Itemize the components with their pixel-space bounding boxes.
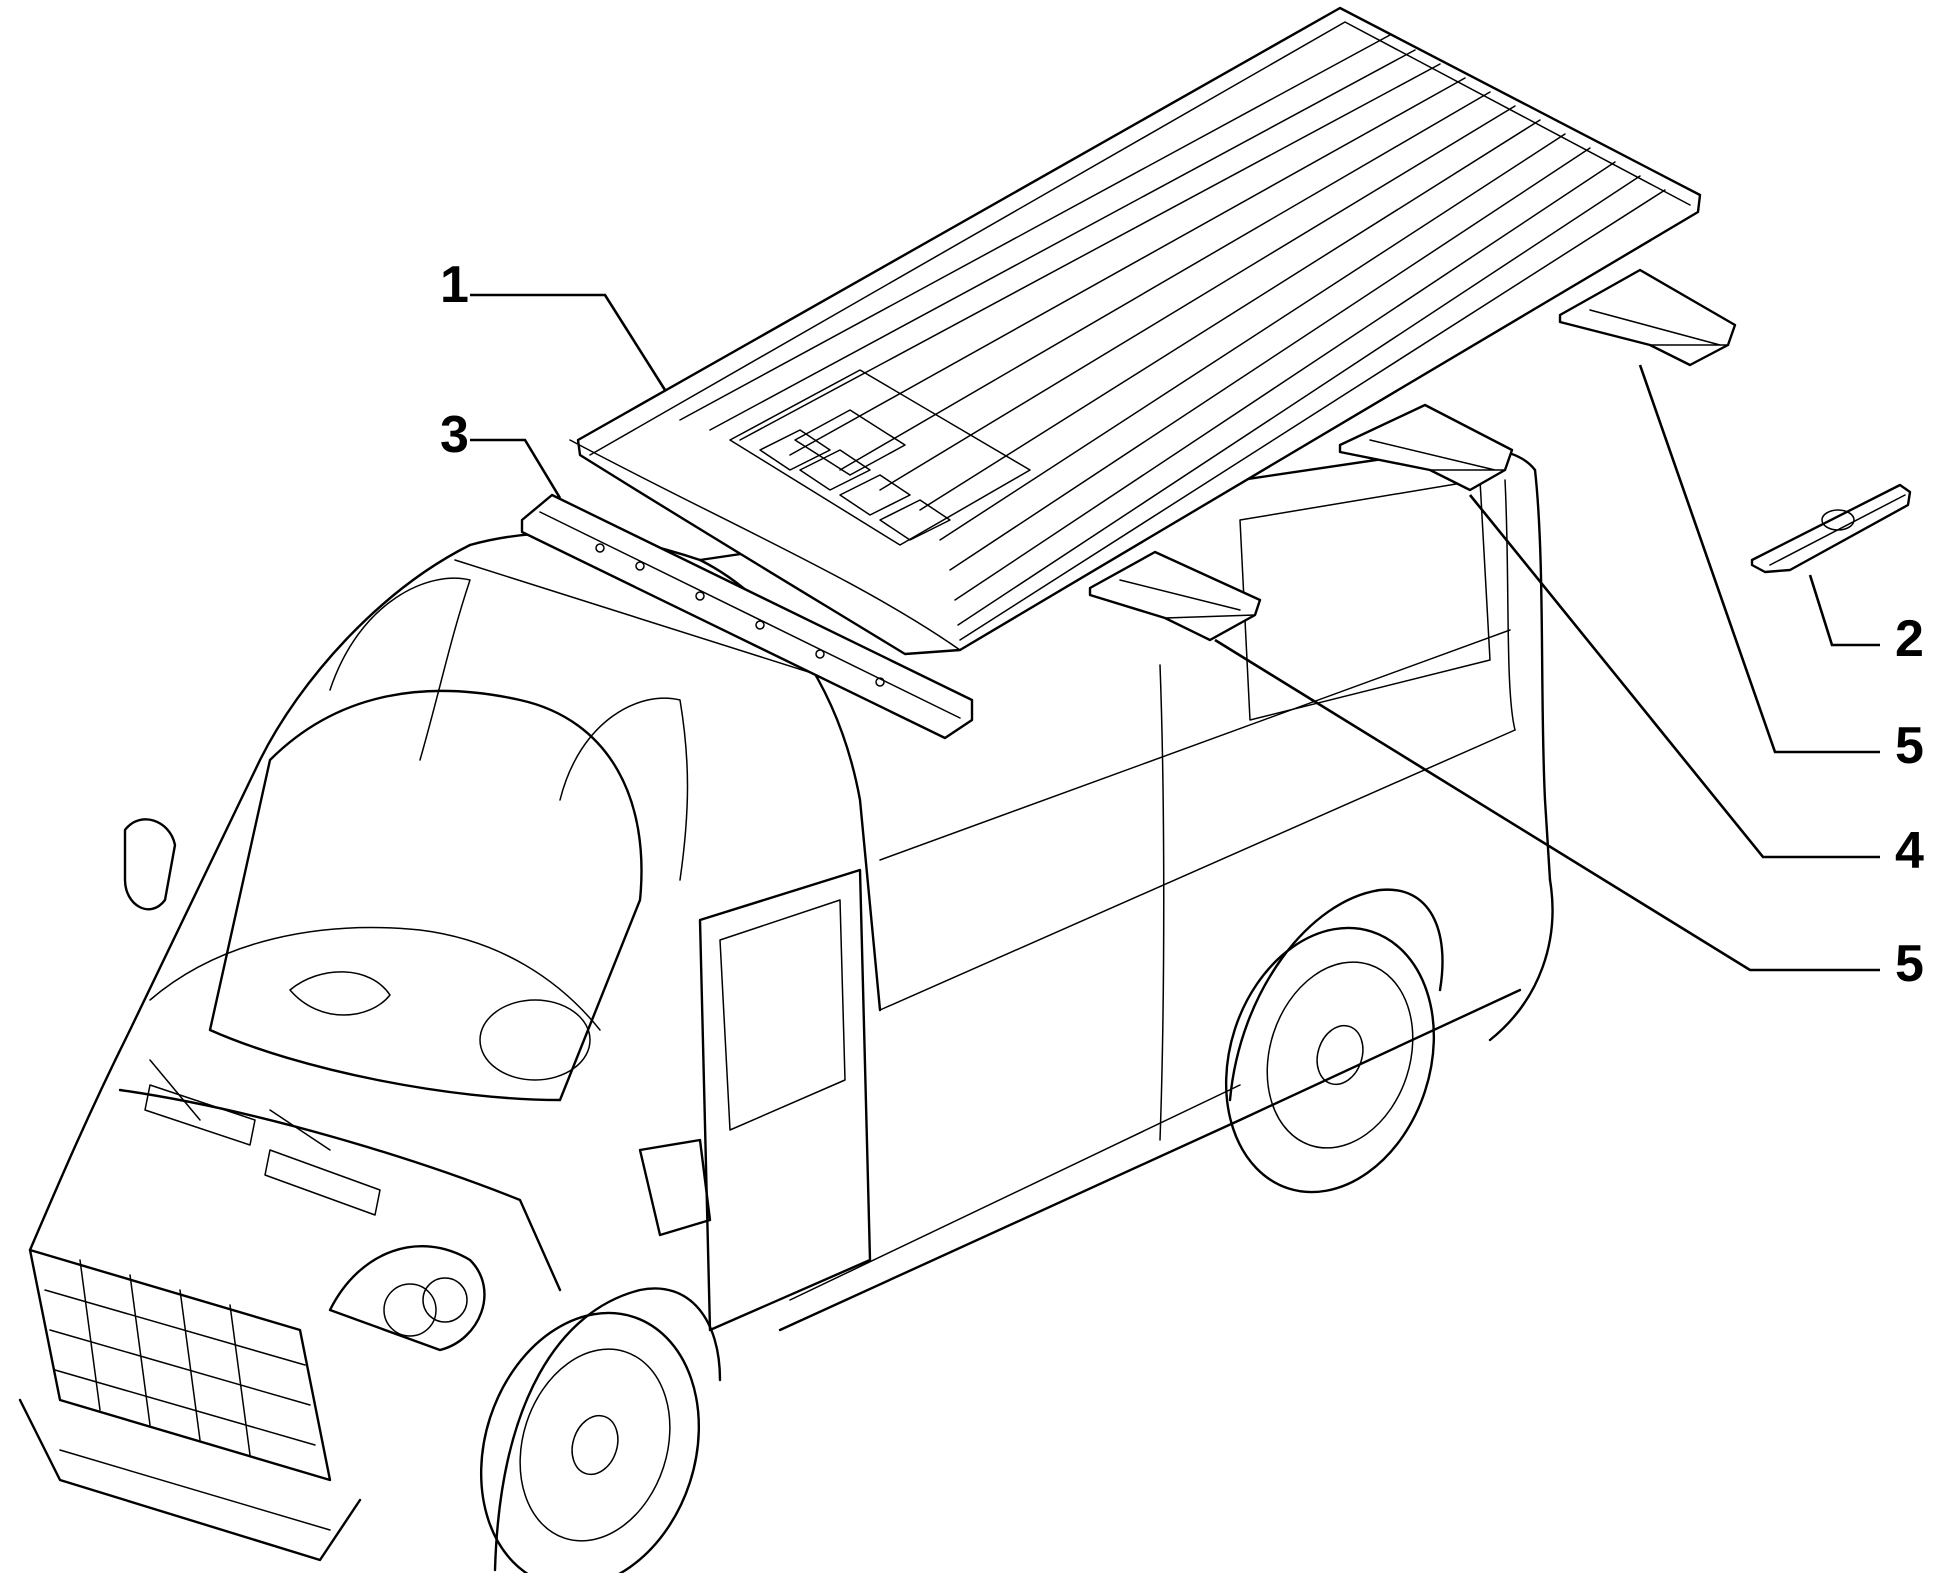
leader-2 — [1808, 574, 1880, 647]
roof-panel-part — [569, 6, 1702, 656]
front-lower-crossmember-part — [1088, 550, 1262, 642]
leader-4 — [1468, 494, 1880, 859]
leader-5-bottom — [1214, 638, 1880, 972]
callout-5-bottom: 5 — [1895, 935, 1924, 993]
front-crossmember-part — [520, 493, 974, 740]
callout-2: 2 — [1895, 610, 1924, 668]
leader-5-top — [1638, 364, 1880, 754]
callout-labels: 1 3 2 5 4 5 — [440, 256, 1924, 993]
small-bracket-part — [1750, 483, 1912, 574]
leader-lines — [470, 293, 1880, 972]
leader-3 — [470, 438, 562, 499]
callout-3: 3 — [440, 406, 469, 464]
callout-1: 1 — [440, 256, 469, 314]
van-illustration — [18, 446, 1554, 1573]
callout-5-top: 5 — [1895, 717, 1924, 775]
callout-4: 4 — [1895, 822, 1924, 880]
leader-1 — [470, 293, 667, 391]
middle-crossmember-part — [1338, 403, 1514, 492]
rear-crossmember-part — [1558, 268, 1737, 367]
